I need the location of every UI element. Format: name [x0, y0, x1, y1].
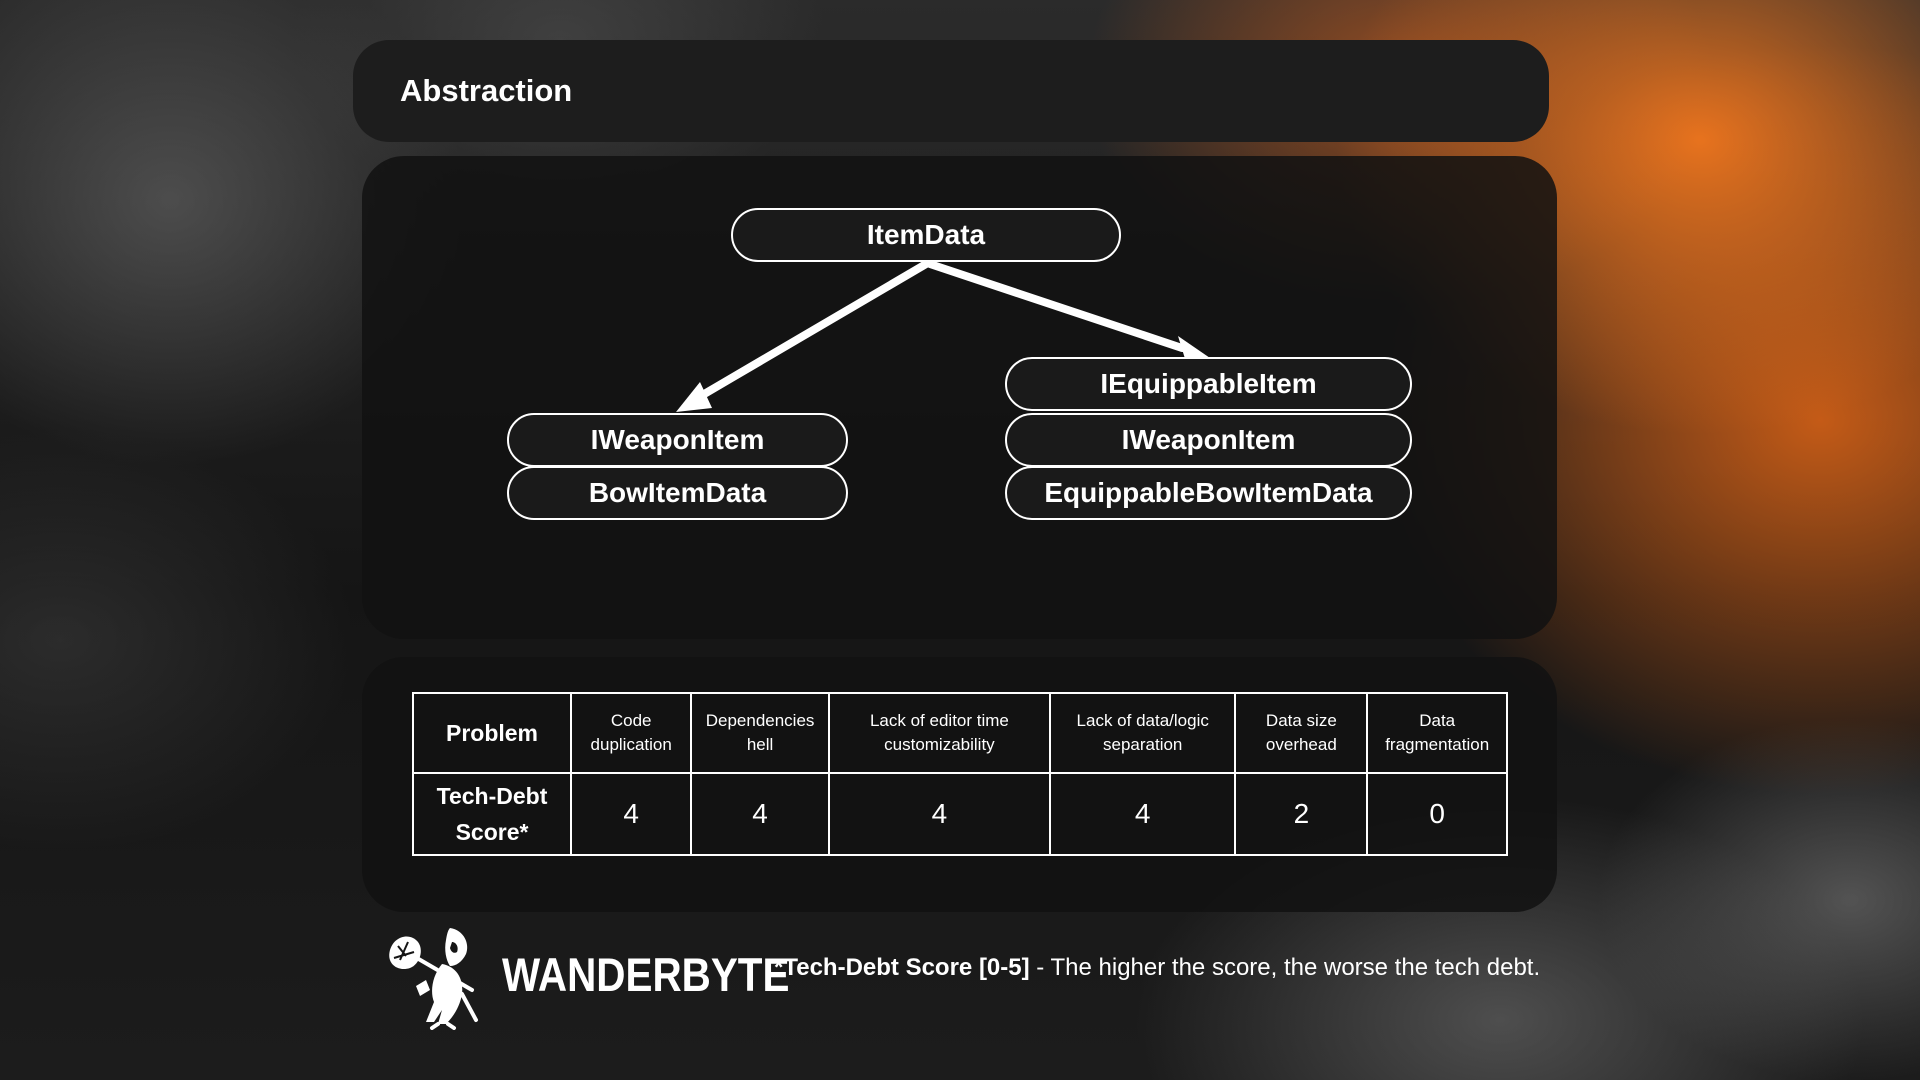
node-right-iweaponitem: IWeaponItem — [1005, 413, 1412, 467]
score-cell: 2 — [1235, 773, 1367, 855]
brand-wordmark: WANDERBYTE — [502, 940, 789, 1010]
node-bowitemdata: BowItemData — [507, 466, 848, 520]
problem-cell: Data fragmentation — [1367, 693, 1507, 773]
footnote-bold: *Tech-Debt Score [0-5] — [774, 954, 1030, 981]
tech-debt-table: Problem Code duplication Dependencies he… — [412, 692, 1508, 856]
node-iequippableitem: IEquippableItem — [1005, 357, 1412, 411]
score-cell: 0 — [1367, 773, 1507, 855]
score-cell: 4 — [571, 773, 691, 855]
wanderer-icon — [380, 920, 490, 1030]
score-cell: 4 — [1050, 773, 1235, 855]
node-itemdata: ItemData — [731, 208, 1121, 262]
problem-cell: Data size overhead — [1235, 693, 1367, 773]
node-left-iweaponitem: IWeaponItem — [507, 413, 848, 467]
problem-cell: Dependencies hell — [691, 693, 828, 773]
problem-cell: Lack of editor time customizability — [829, 693, 1050, 773]
row-header-score: Tech-Debt Score* — [413, 773, 571, 855]
title-bar: Abstraction — [353, 40, 1549, 142]
node-equippablebowitemdata: EquippableBowItemData — [1005, 466, 1412, 520]
footnote-text: - The higher the score, the worse the te… — [1030, 954, 1541, 981]
table-row: Problem Code duplication Dependencies he… — [413, 693, 1507, 773]
problem-cell: Code duplication — [571, 693, 691, 773]
problem-cell: Lack of data/logic separation — [1050, 693, 1235, 773]
score-cell: 4 — [691, 773, 828, 855]
score-cell: 4 — [829, 773, 1050, 855]
footnote: *Tech-Debt Score [0-5] - The higher the … — [774, 948, 1540, 988]
table-row: Tech-Debt Score* 4 4 4 4 2 0 — [413, 773, 1507, 855]
row-header-problem: Problem — [413, 693, 571, 773]
slide-title: Abstraction — [400, 40, 572, 142]
